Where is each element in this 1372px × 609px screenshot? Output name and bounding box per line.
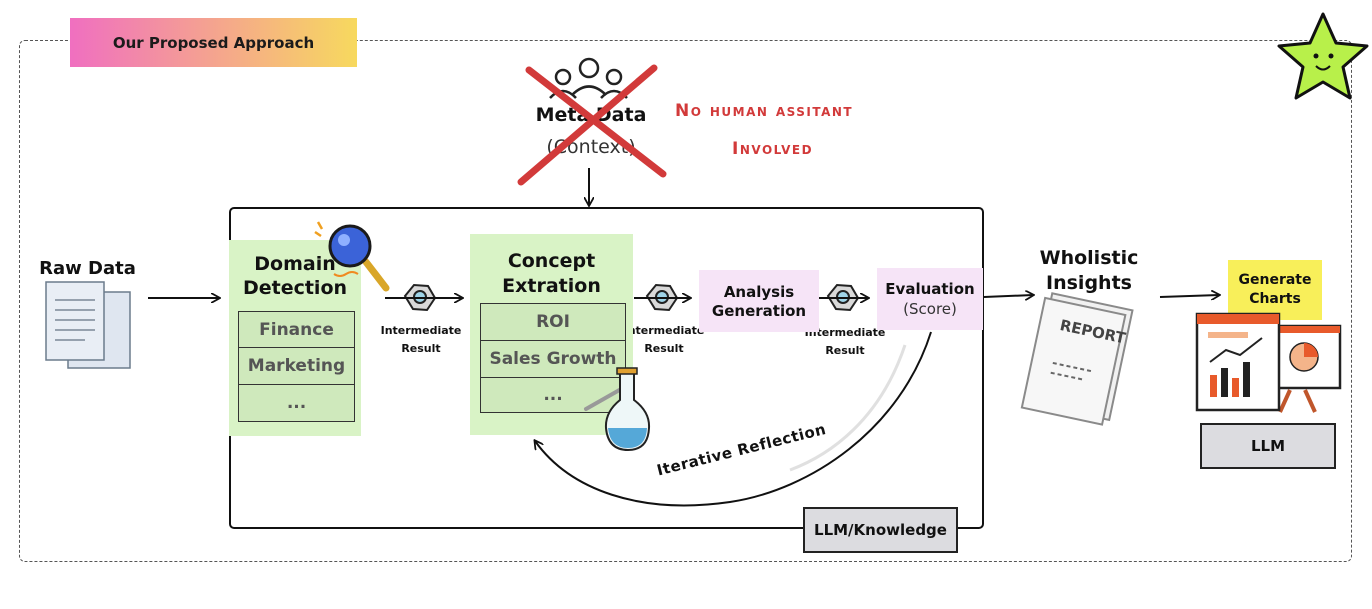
approach-label-text: Our Proposed Approach: [112, 33, 315, 52]
charts-line2: Charts: [1249, 291, 1301, 307]
raw-data-label: Raw Data: [39, 258, 136, 279]
annotation-line2: Involved: [732, 139, 814, 159]
intermediate-3-line2: Result: [825, 344, 865, 357]
analysis-line2: Generation: [711, 302, 807, 320]
outer-frame: [19, 40, 1352, 562]
llm-knowledge-label: LLM/Knowledge: [803, 507, 958, 553]
approach-label: Our Proposed Approach: [70, 18, 357, 67]
evaluation-box: [877, 268, 983, 330]
analysis-box: [699, 270, 819, 332]
domain-detection-title-line2: Detection: [242, 277, 348, 299]
domain-item-more: ...: [238, 384, 355, 422]
domain-detection-title-line1: Domain: [254, 253, 336, 275]
evaluation-line1: Evaluation: [885, 280, 975, 298]
llm-label: LLM: [1200, 423, 1336, 469]
evaluation-line2: (Score): [903, 300, 957, 318]
intermediate-2-line2: Result: [644, 342, 684, 355]
intermediate-3-line1: Intermediate: [804, 326, 886, 339]
concept-title-line2: Extration: [502, 275, 601, 297]
domain-item-marketing: Marketing: [238, 347, 355, 385]
llm-label-text: LLM: [1250, 437, 1286, 455]
analysis-line1: Analysis: [723, 283, 795, 301]
intermediate-1-line2: Result: [401, 342, 441, 355]
domain-item-finance: Finance: [238, 311, 355, 348]
concept-title-line1: Concept: [507, 250, 596, 272]
intermediate-1-line1: Intermediate: [380, 324, 462, 337]
annotation-line1: No human assitant: [675, 101, 854, 121]
intermediate-2-line1: Intermediate: [623, 324, 705, 337]
insights-line1: Wholistic: [1039, 247, 1139, 269]
llm-knowledge-text: LLM/Knowledge: [814, 521, 947, 539]
concept-item-roi: ROI: [480, 303, 626, 341]
generate-charts-box: Generate Charts: [1228, 260, 1322, 320]
charts-line1: Generate: [1238, 272, 1312, 288]
insights-line2: Insights: [1046, 272, 1132, 294]
